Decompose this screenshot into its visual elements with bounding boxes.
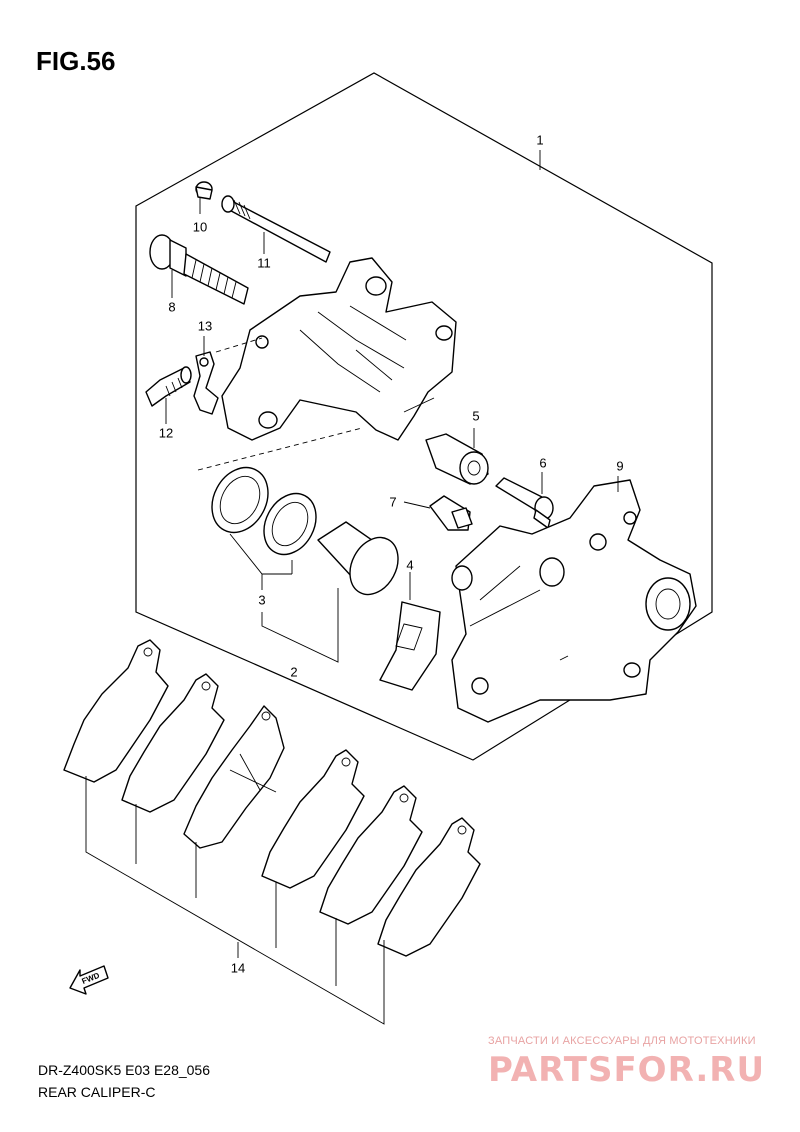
part-14-brake-pads (63, 639, 481, 957)
part-13-clip (193, 351, 219, 415)
callout-9: 9 (616, 458, 624, 474)
part-4-pad-spring (379, 601, 441, 691)
watermark-logo: PARTSFOR.RU (488, 1050, 766, 1090)
callout-10: 10 (192, 219, 208, 235)
callout-8: 8 (168, 299, 176, 315)
part-11-pin (221, 195, 331, 263)
callout-6: 6 (539, 455, 547, 471)
callout-12: 12 (158, 425, 174, 441)
part-5-boot (425, 433, 489, 485)
assembly-outline (135, 72, 713, 761)
callout-leaders (85, 150, 619, 1025)
part-7-boot (429, 495, 473, 531)
part-9-bracket (451, 479, 697, 723)
part-12-bleeder-valve (145, 366, 192, 407)
callout-7: 7 (389, 494, 397, 510)
callout-4: 4 (406, 557, 414, 573)
part-10-cap (195, 181, 213, 200)
section-name: REAR CALIPER-C (38, 1084, 156, 1100)
part-6-sleeve (495, 477, 554, 529)
callout-3: 3 (258, 592, 266, 608)
callout-14: 14 (230, 960, 246, 976)
watermark-tagline: ЗАПЧАСТИ И АКСЕССУАРЫ ДЛЯ МОТОТЕХНИКИ (488, 1035, 756, 1047)
callout-5: 5 (472, 408, 480, 424)
callout-11: 11 (257, 255, 271, 271)
fwd-arrow-icon: FWD (69, 965, 109, 995)
caliper-body (221, 257, 457, 441)
guide-line (403, 397, 435, 413)
dashed-leader (197, 427, 363, 471)
callout-1: 1 (536, 132, 544, 148)
part-3-seals (211, 466, 317, 556)
callout-13: 13 (197, 318, 213, 334)
model-code: DR-Z400SK5 E03 E28_056 (38, 1062, 210, 1078)
part-2-piston (317, 521, 399, 596)
callout-2: 2 (290, 664, 298, 680)
figure-title: FIG.56 (36, 46, 116, 76)
part-8-bolt (149, 234, 249, 305)
dashed-leader (215, 337, 263, 353)
